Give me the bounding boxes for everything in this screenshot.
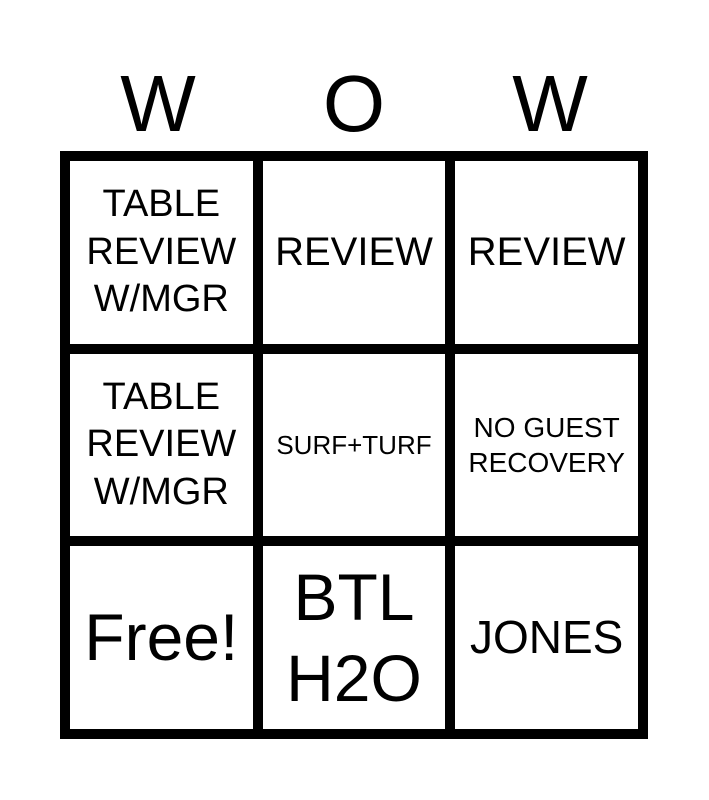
- bingo-cell-r3c2[interactable]: BTL H2O: [262, 546, 446, 729]
- bingo-cell-r2c1[interactable]: TABLE REVIEW W/MGR: [70, 353, 253, 537]
- bingo-card: W O W TABLE REVIEW W/MGR REVIEW REVIEW T…: [60, 0, 648, 739]
- column-header-letter-2: O: [322, 59, 386, 148]
- bingo-cell-r1c1[interactable]: TABLE REVIEW W/MGR: [70, 161, 253, 344]
- bingo-grid: TABLE REVIEW W/MGR REVIEW REVIEW TABLE R…: [60, 151, 648, 739]
- column-header-letter-3: W: [512, 59, 588, 148]
- bingo-cell-r1c2[interactable]: REVIEW: [262, 161, 446, 344]
- card-title: W O W: [60, 64, 648, 144]
- column-header-letter-1: W: [120, 59, 196, 148]
- bingo-cell-r2c3[interactable]: NO GUEST RECOVERY: [455, 353, 638, 537]
- bingo-cell-r3c3[interactable]: JONES: [455, 546, 638, 729]
- bingo-cell-r2c2[interactable]: SURF+TURF: [262, 353, 446, 537]
- free-cell[interactable]: Free!: [70, 546, 253, 729]
- bingo-cell-r1c3[interactable]: REVIEW: [455, 161, 638, 344]
